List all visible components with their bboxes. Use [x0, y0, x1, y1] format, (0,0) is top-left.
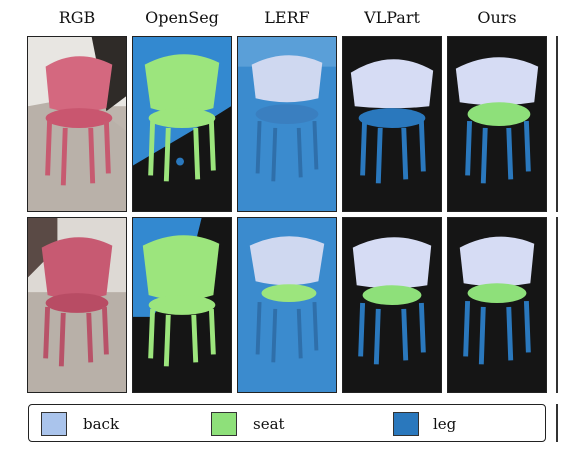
legend-label-back: back [83, 415, 120, 433]
row1-rgb-image [27, 36, 127, 212]
legend-label-leg: leg [433, 415, 457, 433]
legend-swatch-seat [211, 412, 237, 436]
row2-rgb-image [27, 217, 127, 393]
row2-openseg-image [132, 217, 232, 393]
legend: back seat leg [28, 404, 546, 442]
legend-label-seat: seat [253, 415, 285, 433]
row1-lerf-image [237, 36, 337, 212]
column-header-rgb: RGB [58, 8, 96, 27]
row2-vlpart-image [342, 217, 442, 393]
row1-openseg-image [132, 36, 232, 212]
column-header-vlpart: VLPart [364, 8, 420, 27]
cropped-edge-line-top [556, 36, 558, 212]
column-header-ours: Ours [477, 8, 517, 27]
column-header-lerf: LERF [264, 8, 310, 27]
row1-ours-image [447, 36, 547, 212]
cropped-edge-line-bottom [556, 217, 558, 393]
cropped-edge-line-legend [556, 404, 558, 442]
column-header-openseg: OpenSeg [145, 8, 219, 27]
row2-lerf-image [237, 217, 337, 393]
legend-swatch-leg [393, 412, 419, 436]
row1-vlpart-image [342, 36, 442, 212]
legend-swatch-back [41, 412, 67, 436]
row2-ours-image [447, 217, 547, 393]
